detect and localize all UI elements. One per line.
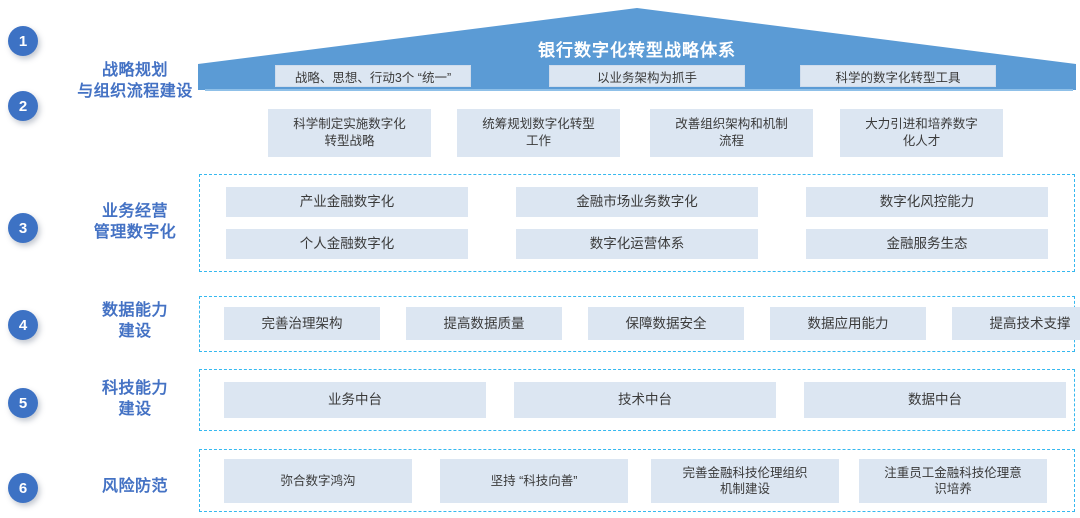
risk-cell-4-label: 注重员工金融科技伦理意 识培养: [884, 466, 1022, 496]
banner-pillar-1[interactable]: 战略、思想、行动3个 “统一”: [275, 65, 471, 87]
row-number-2: 2: [8, 91, 38, 121]
data-cell-3-label: 保障数据安全: [625, 315, 707, 331]
tech-cell-3-label: 数据中台: [908, 392, 962, 407]
business-cell-6-label: 金融服务生态: [886, 236, 968, 251]
strategy-box-3-label: 改善组织架构和机制 流程: [675, 117, 788, 148]
row-label-business: 业务经营 管理数字化: [93, 203, 177, 241]
risk-cell-2[interactable]: 坚持 “科技向善”: [440, 459, 628, 503]
business-cell-4-label: 个人金融数字化: [299, 236, 395, 251]
group-business: 产业金融数字化 金融市场业务数字化 数字化风控能力 个人金融数字化 数字化运营体…: [199, 174, 1075, 272]
data-cell-5-label: 提高技术支撑: [989, 315, 1071, 331]
banner-pillar-2-label: 以业务架构为抓手: [596, 70, 697, 85]
strategy-box-4-label: 大力引进和培养数字 化人才: [865, 117, 978, 148]
business-cell-4[interactable]: 个人金融数字化: [226, 229, 468, 259]
banner-underline: [205, 89, 1073, 91]
tech-cell-1-label: 业务中台: [328, 392, 382, 407]
banner-pillar-1-label: 战略、思想、行动3个 “统一”: [294, 70, 452, 85]
data-cell-1[interactable]: 完善治理架构: [224, 307, 380, 340]
row-number-1: 1: [8, 26, 38, 56]
banner-title: 银行数字化转型战略体系: [538, 41, 736, 60]
strategy-box-1[interactable]: 科学制定实施数字化 转型战略: [268, 109, 431, 157]
tech-cell-3[interactable]: 数据中台: [804, 382, 1066, 418]
data-cell-2[interactable]: 提高数据质量: [406, 307, 562, 340]
risk-cell-3[interactable]: 完善金融科技伦理组织 机制建设: [651, 459, 839, 503]
tech-cell-1[interactable]: 业务中台: [224, 382, 486, 418]
business-cell-5-label: 数字化运营体系: [589, 236, 685, 251]
risk-cell-1-label: 弥合数字鸿沟: [280, 474, 356, 488]
tech-cell-2-label: 技术中台: [618, 392, 672, 407]
data-cell-2-label: 提高数据质量: [443, 315, 525, 331]
group-tech: 业务中台 技术中台 数据中台: [199, 369, 1075, 431]
group-data: 完善治理架构 提高数据质量 保障数据安全 数据应用能力 提高技术支撑: [199, 296, 1080, 352]
row-label-risk: 风险防范: [101, 478, 168, 495]
business-cell-3[interactable]: 数字化风控能力: [806, 187, 1048, 217]
business-cell-2-label: 金融市场业务数字化: [576, 194, 698, 209]
data-cell-5[interactable]: 提高技术支撑: [952, 307, 1080, 340]
strategy-box-3[interactable]: 改善组织架构和机制 流程: [650, 109, 813, 157]
data-cell-4[interactable]: 数据应用能力: [770, 307, 926, 340]
row-number-1-text: 1: [18, 32, 28, 50]
data-cell-1-label: 完善治理架构: [261, 315, 343, 331]
banner-pillar-2[interactable]: 以业务架构为抓手: [549, 65, 745, 87]
business-cell-5[interactable]: 数字化运营体系: [516, 229, 758, 259]
risk-cell-2-label: 坚持 “科技向善”: [490, 474, 578, 488]
banner-pillar-3[interactable]: 科学的数字化转型工具: [800, 65, 996, 87]
strategy-box-2-label: 统筹规划数字化转型 工作: [482, 117, 595, 148]
row-number-3: 3: [8, 213, 38, 243]
risk-cell-1[interactable]: 弥合数字鸿沟: [224, 459, 412, 503]
tech-cell-2[interactable]: 技术中台: [514, 382, 776, 418]
business-cell-1[interactable]: 产业金融数字化: [226, 187, 468, 217]
row-number-6: 6: [8, 473, 38, 503]
group-risk: 弥合数字鸿沟 坚持 “科技向善” 完善金融科技伦理组织 机制建设 注重员工金融科…: [199, 449, 1075, 512]
row-number-3-text: 3: [18, 219, 28, 237]
row-number-6-text: 6: [18, 479, 28, 497]
risk-cell-3-label: 完善金融科技伦理组织 机制建设: [682, 466, 808, 496]
risk-cell-4[interactable]: 注重员工金融科技伦理意 识培养: [859, 459, 1047, 503]
strategy-box-4[interactable]: 大力引进和培养数字 化人才: [840, 109, 1003, 157]
row-label-strategy: 战略规划 与组织流程建设: [77, 62, 193, 100]
row-label-tech: 科技能力 建设: [101, 380, 168, 418]
row-number-4: 4: [8, 310, 38, 340]
data-cell-4-label: 数据应用能力: [807, 315, 889, 331]
business-cell-2[interactable]: 金融市场业务数字化: [516, 187, 758, 217]
row-number-4-text: 4: [18, 316, 28, 334]
row-number-5: 5: [8, 388, 38, 418]
row-label-data: 数据能力 建设: [101, 302, 168, 340]
banner-pillar-3-label: 科学的数字化转型工具: [835, 70, 961, 85]
strategy-box-1-label: 科学制定实施数字化 转型战略: [293, 117, 406, 148]
row-number-5-text: 5: [18, 394, 28, 412]
business-cell-6[interactable]: 金融服务生态: [806, 229, 1048, 259]
row-number-2-text: 2: [18, 97, 28, 115]
business-cell-1-label: 产业金融数字化: [299, 194, 395, 209]
business-cell-3-label: 数字化风控能力: [879, 194, 975, 209]
strategy-box-2[interactable]: 统筹规划数字化转型 工作: [457, 109, 620, 157]
data-cell-3[interactable]: 保障数据安全: [588, 307, 744, 340]
